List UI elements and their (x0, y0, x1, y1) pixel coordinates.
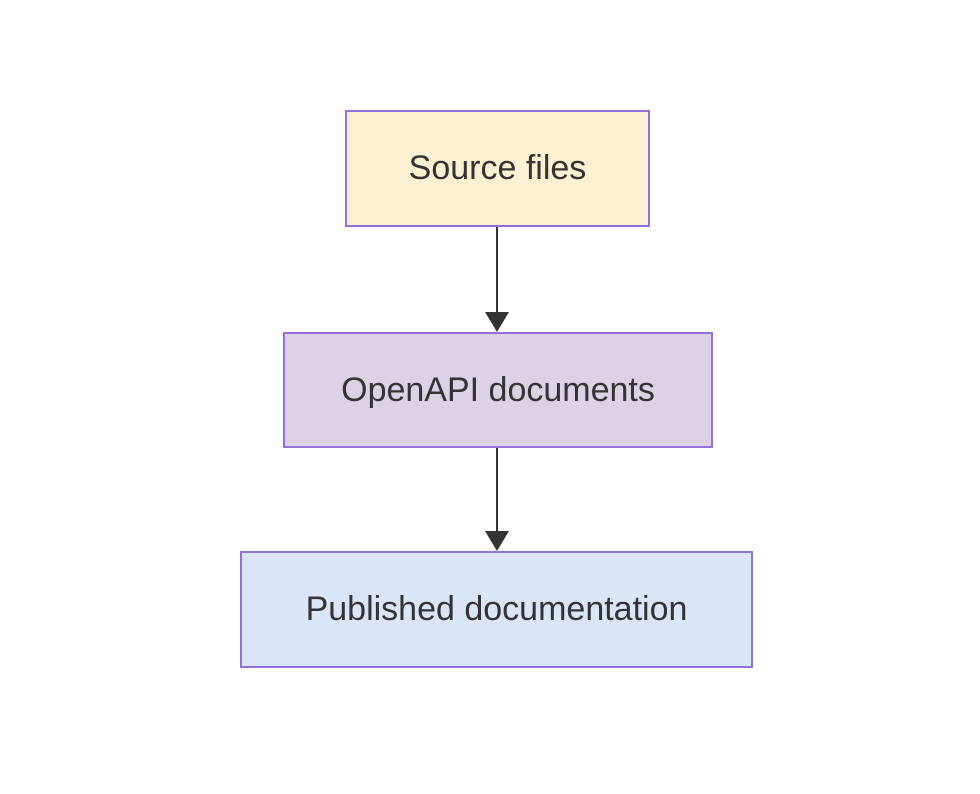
arrowhead-down-icon (485, 312, 509, 332)
node-published-documentation-label: Published documentation (305, 590, 688, 629)
edge-openapi-to-published (485, 448, 509, 551)
node-openapi-documents-label: OpenAPI documents (341, 370, 655, 409)
edge-source-to-openapi (485, 227, 509, 332)
node-source-files-label: Source files (408, 149, 587, 188)
node-openapi-documents: OpenAPI documents (283, 332, 713, 448)
node-published-documentation: Published documentation (240, 551, 753, 668)
arrowhead-down-icon (485, 531, 509, 551)
node-source-files: Source files (345, 110, 650, 227)
